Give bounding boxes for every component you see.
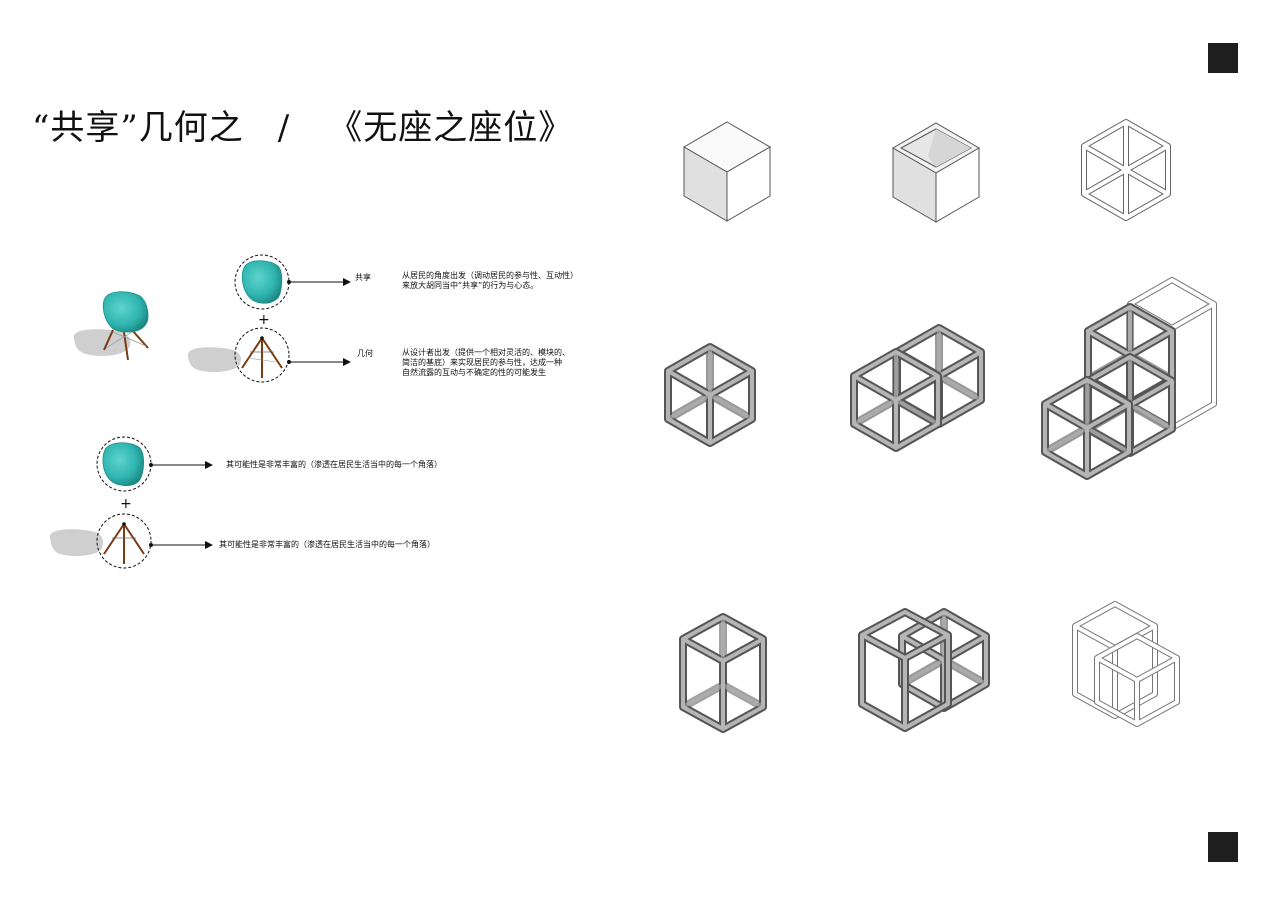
corner-mark-bottom (1208, 832, 1238, 862)
single-frame-cube-icon (668, 347, 752, 443)
title-separator: / (277, 108, 291, 148)
shell-circle (234, 254, 291, 310)
plus-sign-top: + (258, 312, 270, 328)
base-circle (187, 327, 291, 383)
base-circle-bottom (49, 513, 153, 569)
interlocked-wire-frames-icon (1072, 601, 1180, 727)
description-line: 简洁的基底）来实现居民的参与性，达成一种 (402, 358, 562, 367)
interlocked-frame-pair-icon (858, 608, 986, 732)
title-left: “共享”几何之 (32, 108, 244, 148)
stepped-frame-cluster-icon (1045, 277, 1217, 476)
label-geometry: 几何 (357, 349, 373, 358)
description-line: 从居民的角度出发（调动居民的参与性、互动性） (402, 271, 578, 280)
plus-sign-bottom: + (120, 496, 132, 512)
note-possibility-2: 其可能性是非常丰富的（渗透在居民生活当中的每一个角落） (219, 540, 435, 549)
label-shared: 共享 (355, 273, 371, 282)
description-shared: 从居民的角度出发（调动居民的参与性、互动性） 来放大胡同当中“共享”的行为与心态… (402, 271, 602, 291)
concept-diagram: + + (49, 254, 351, 569)
title-right: 《无座之座位》 (328, 108, 574, 148)
description-line: 来放大胡同当中“共享”的行为与心态。 (402, 281, 539, 290)
note-possibility-1: 其可能性是非常丰富的（渗透在居民生活当中的每一个角落） (226, 460, 442, 469)
shell-circle-bottom (96, 436, 153, 492)
description-line: 自然流露的互动与不确定的性的可能发生 (402, 368, 546, 377)
solid-cube-icon (683, 121, 771, 222)
corner-mark-top (1208, 43, 1238, 73)
open-box-icon (892, 122, 980, 223)
double-frame-cube-icon (854, 328, 981, 448)
wire-frame-cube-icon (1084, 122, 1168, 218)
description-geometry: 从设计者出发（提供一个相对灵活的、模块的、 简洁的基底）来实现居民的参与性，达成… (402, 348, 602, 378)
description-line: 从设计者出发（提供一个相对灵活的、模块的、 (402, 348, 570, 357)
tall-frame-icon (679, 613, 767, 733)
full-chair-icon (73, 291, 149, 361)
page-title: “共享”几何之 / 《无座之座位》 (32, 100, 573, 149)
geometry-diagram (640, 0, 1217, 733)
